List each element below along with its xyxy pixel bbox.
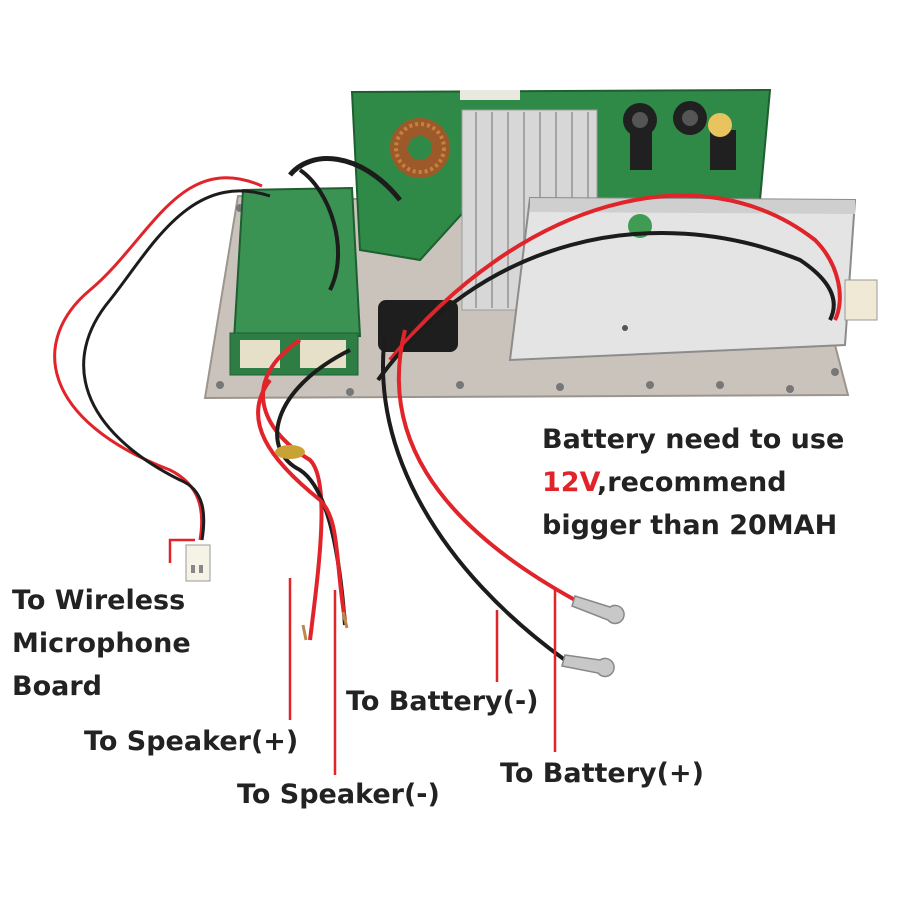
speaker-minus-label: To Speaker(-) [237,779,440,810]
battery-note-line2: 12V,recommend [542,461,844,504]
pcb-connector [460,90,520,100]
control-pcb [232,186,362,342]
battery-note-line1: Battery need to use [542,424,845,455]
battery-note: Battery need to use 12V,recommend bigger… [542,418,844,547]
capacitors [623,101,736,170]
wireless-label-line3: Board [12,671,102,702]
cable-tie [275,445,305,459]
speaker-plus-label: To Speaker(+) [84,726,299,757]
wireless-label-line2: Microphone [12,628,191,659]
battery-note-line3: bigger than 20MAH [542,510,838,541]
pointer-lines [288,578,557,775]
speaker-wires [256,338,351,641]
battery-wires [376,193,842,662]
wireless-pointer [168,538,195,563]
battery-minus-label: To Battery(-) [346,686,539,717]
box-connector [844,279,878,321]
battery-voltage: 12V [542,467,597,498]
battery-note-line2-rest: ,recommend [597,467,787,498]
wireless-connector [185,544,211,582]
battery-terminals [561,595,625,678]
wireless-label: To Wireless Microphone Board [12,579,191,708]
wireless-label-line1: To Wireless [12,585,186,616]
battery-plus-label: To Battery(+) [500,758,704,789]
wireless-wires [53,176,271,541]
toroid-coil [390,118,450,178]
